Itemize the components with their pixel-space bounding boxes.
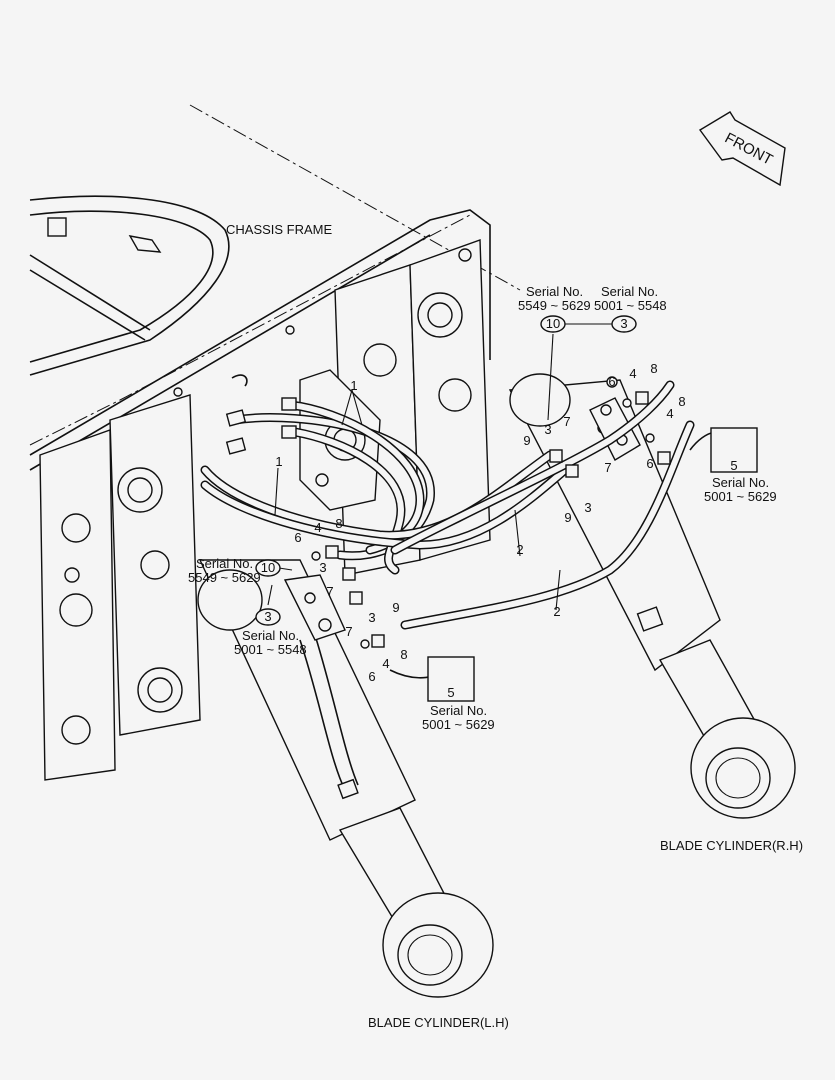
part-4-lh-a: 4	[314, 520, 321, 535]
serial-range-part5-lh: 5001 ~ 5629	[422, 717, 495, 732]
part-4-rh-a: 4	[629, 366, 636, 381]
front-arrow: FRONT	[698, 111, 786, 187]
chassis-frame-drawing	[29, 104, 521, 781]
part-2-upper: 2	[516, 542, 523, 557]
serial-range-rh-old: 5001 ~ 5548	[594, 298, 667, 313]
callout-10-lh	[255, 559, 281, 577]
serial-title-lh-new: Serial No.	[196, 556, 253, 571]
part-3-rh-b: 3	[584, 500, 591, 515]
callout-3-lh-text: 3	[264, 609, 271, 624]
part-5-box-rh	[710, 427, 758, 473]
callout-3-rh	[611, 315, 637, 333]
chassis-frame-label: CHASSIS FRAME	[226, 222, 333, 237]
callout-10-lh-text: 10	[261, 560, 275, 575]
part-3-lh-a: 3	[319, 560, 326, 575]
callout-3-rh-text: 3	[620, 316, 627, 331]
blade-cylinder-lh-label: BLADE CYLINDER(L.H)	[368, 1015, 509, 1030]
callout-10-rh-text: 10	[546, 316, 560, 331]
part-8-lh-a: 8	[335, 516, 342, 531]
part-8-lh-b: 8	[400, 647, 407, 662]
part-3-lh-b: 3	[368, 610, 375, 625]
part-6-rh-a: 6	[608, 374, 615, 389]
blade-cylinder-rh-label: BLADE CYLINDER(R.H)	[660, 838, 803, 853]
part-7-rh-b: 7	[604, 460, 611, 475]
part-7-rh-a: 7	[563, 414, 570, 429]
serial-range-part5-rh: 5001 ~ 5629	[704, 489, 777, 504]
callout-3-lh	[255, 608, 281, 626]
serial-title-part5-lh: Serial No.	[430, 703, 487, 718]
part-9-lh-a: 9	[392, 600, 399, 615]
callout-10-rh	[540, 315, 566, 333]
blade-cylinder-lh-drawing	[197, 397, 641, 998]
part-6-rh-b: 6	[646, 456, 653, 471]
serial-range-lh-new: 5549 ~ 5629	[188, 570, 261, 585]
hose-assemblies	[200, 380, 695, 630]
part-1-upper: 1	[350, 378, 357, 393]
part-7-lh-a: 7	[326, 584, 333, 599]
part-9-rh-a: 9	[523, 433, 530, 448]
part-6-lh-b: 6	[368, 669, 375, 684]
part-4-rh-b: 4	[666, 406, 673, 421]
serial-range-rh-new: 5549 ~ 5629	[518, 298, 591, 313]
serial-range-lh-old: 5001 ~ 5548	[234, 642, 307, 657]
part-9-rh-b: 9	[564, 510, 571, 525]
part-5-box-lh	[427, 656, 475, 702]
part-7-lh-b: 7	[345, 624, 352, 639]
serial-title-lh-old: Serial No.	[242, 628, 299, 643]
part-8-rh-a: 8	[650, 361, 657, 376]
part-4-lh-b: 4	[382, 656, 389, 671]
part-8-rh-b: 8	[678, 394, 685, 409]
part-2-lower: 2	[553, 604, 560, 619]
part-1-lower: 1	[275, 454, 282, 469]
part-3-rh-a: 3	[544, 422, 551, 437]
serial-title-rh-old: Serial No.	[601, 284, 658, 299]
part-5-rh: 5	[730, 458, 737, 473]
part-5-lh: 5	[447, 685, 454, 700]
serial-title-rh-new: Serial No.	[526, 284, 583, 299]
serial-title-part5-rh: Serial No.	[712, 475, 769, 490]
part-6-lh-a: 6	[294, 530, 301, 545]
